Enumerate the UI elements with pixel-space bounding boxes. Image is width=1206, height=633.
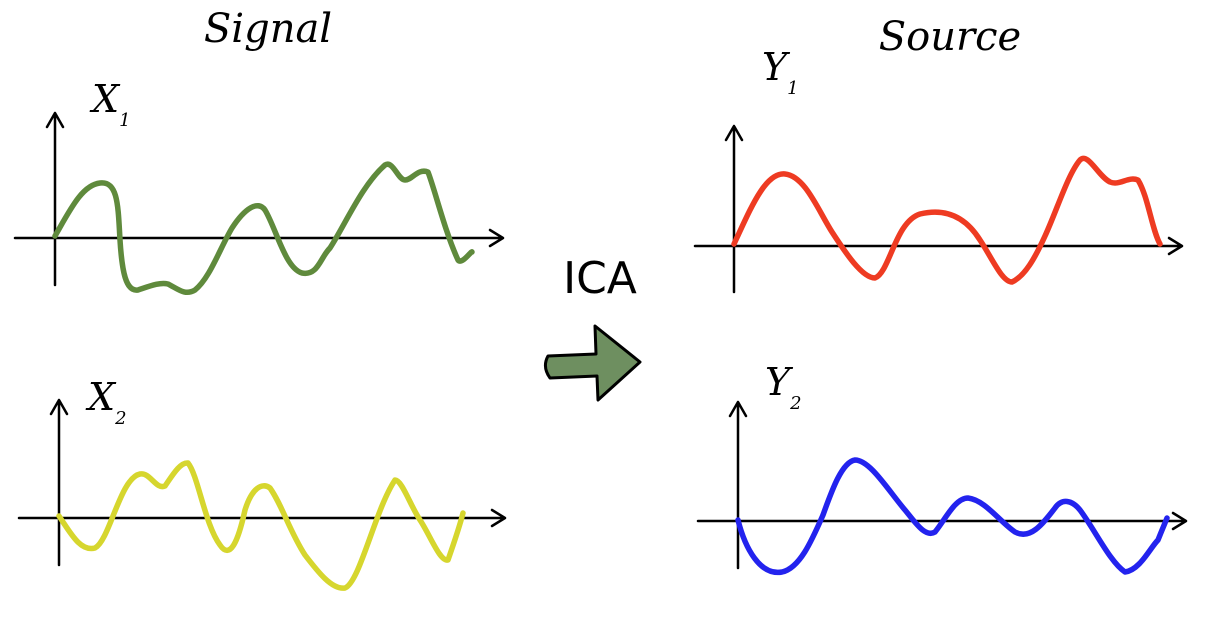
y1-label: Y1 xyxy=(762,45,799,99)
x1-y-axis xyxy=(45,111,65,287)
ica-label: ICA xyxy=(563,253,637,304)
y2-label: Y2 xyxy=(765,360,802,414)
x2-x-axis xyxy=(17,508,507,528)
x2-waveform xyxy=(56,460,466,591)
x2-label-main: X xyxy=(85,375,117,419)
x1-label-sub: 1 xyxy=(119,110,130,131)
plot-x2: X2 xyxy=(17,375,507,591)
x1-label: X1 xyxy=(89,77,131,131)
source-title: Source xyxy=(879,14,1021,60)
y2-label-main: Y xyxy=(765,360,794,404)
plot-y2: Y2 xyxy=(696,360,1188,576)
plot-x1: X1 xyxy=(13,77,505,296)
x2-y-axis xyxy=(49,398,69,567)
y2-label-sub: 2 xyxy=(789,393,801,414)
y2-waveform xyxy=(735,457,1170,576)
ica-arrow-icon xyxy=(543,324,642,402)
y1-y-axis xyxy=(724,124,744,294)
x2-label: X2 xyxy=(85,375,127,429)
x1-label-main: X xyxy=(89,77,121,121)
y2-y-axis xyxy=(728,400,748,570)
y1-waveform xyxy=(731,155,1163,285)
x1-waveform xyxy=(52,161,475,296)
y1-label-sub: 1 xyxy=(787,78,798,99)
x1-x-axis xyxy=(13,228,505,248)
signal-title: Signal xyxy=(204,6,332,52)
plot-y1: Y1 xyxy=(693,45,1184,294)
x2-label-sub: 2 xyxy=(114,408,126,429)
y1-x-axis xyxy=(693,236,1184,256)
y1-label-main: Y xyxy=(762,45,791,89)
